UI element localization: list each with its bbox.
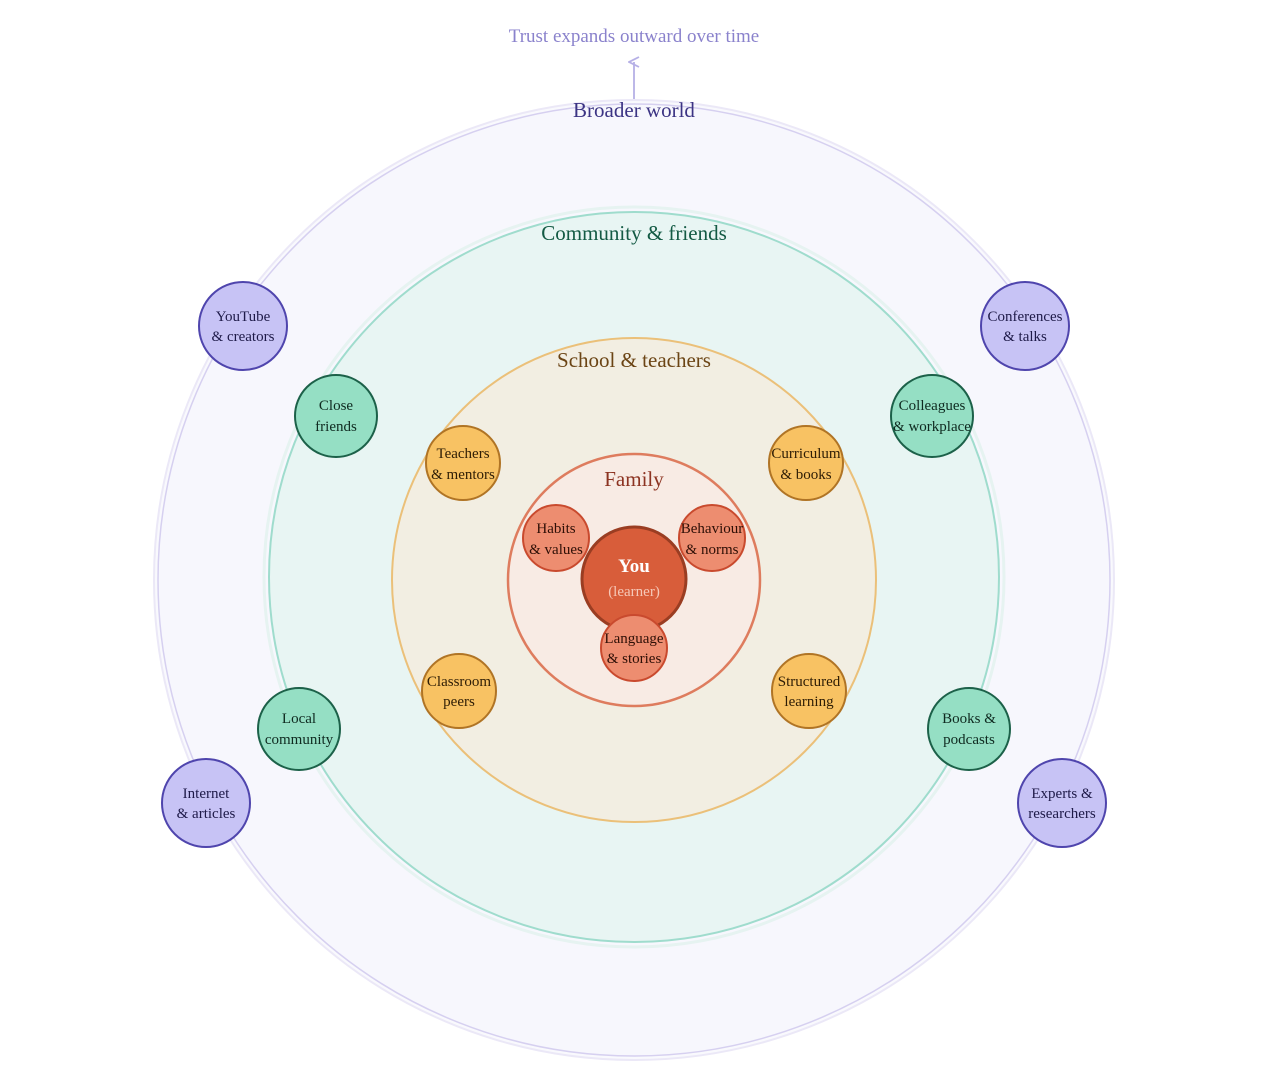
svg-text:podcasts: podcasts bbox=[943, 732, 995, 748]
ring-label-broader-world: Broader world bbox=[573, 98, 695, 122]
ring-label-family: Family bbox=[604, 467, 664, 491]
svg-text:Conferences: Conferences bbox=[988, 309, 1063, 325]
node-colleagues-workplace: Colleagues & workplace bbox=[890, 374, 974, 458]
svg-text:Behaviour: Behaviour bbox=[681, 521, 743, 537]
ring-label-school-teachers: School & teachers bbox=[557, 348, 711, 372]
svg-text:Language: Language bbox=[604, 631, 663, 647]
svg-text:& articles: & articles bbox=[177, 806, 236, 822]
node-youtube-creators: YouTube & creators bbox=[198, 281, 288, 371]
node-close-friends: Close friends bbox=[294, 374, 378, 458]
node-curriculum-books: Curriculum & books bbox=[768, 425, 844, 501]
svg-text:Habits: Habits bbox=[536, 521, 575, 537]
node-structured-learning: Structured learning bbox=[771, 653, 847, 729]
svg-text:& mentors: & mentors bbox=[431, 467, 495, 483]
svg-text:Close: Close bbox=[319, 398, 354, 414]
svg-text:friends: friends bbox=[315, 419, 357, 435]
svg-text:Books &: Books & bbox=[942, 711, 996, 727]
svg-text:researchers: researchers bbox=[1028, 806, 1096, 822]
node-experts-researchers: Experts & researchers bbox=[1017, 758, 1107, 848]
svg-text:& creators: & creators bbox=[212, 329, 275, 345]
node-behaviour-norms: Behaviour & norms bbox=[678, 504, 746, 572]
svg-text:Local: Local bbox=[282, 711, 316, 727]
svg-text:Curriculum: Curriculum bbox=[771, 446, 840, 462]
center-subtitle: (learner) bbox=[608, 584, 660, 600]
node-conferences-talks: Conferences & talks bbox=[980, 281, 1070, 371]
node-classroom-peers: Classroom peers bbox=[421, 653, 497, 729]
svg-text:& books: & books bbox=[780, 467, 831, 483]
node-internet-articles: Internet & articles bbox=[161, 758, 251, 848]
svg-text:& talks: & talks bbox=[1003, 329, 1047, 345]
svg-text:Classroom: Classroom bbox=[427, 674, 492, 690]
node-books-podcasts: Books & podcasts bbox=[927, 687, 1011, 771]
svg-text:learning: learning bbox=[784, 694, 834, 710]
svg-text:Structured: Structured bbox=[778, 674, 841, 690]
trust-annotation: Trust expands outward over time bbox=[509, 26, 760, 47]
svg-text:Experts &: Experts & bbox=[1031, 786, 1093, 802]
node-habits-values: Habits & values bbox=[522, 504, 590, 572]
svg-text:Internet: Internet bbox=[183, 786, 230, 802]
node-local-community: Local community bbox=[257, 687, 341, 771]
svg-text:& stories: & stories bbox=[607, 651, 662, 667]
node-language-stories: Language & stories bbox=[600, 614, 668, 682]
svg-text:Teachers: Teachers bbox=[436, 446, 489, 462]
center-title: You bbox=[618, 556, 650, 577]
svg-text:YouTube: YouTube bbox=[216, 309, 271, 325]
svg-text:community: community bbox=[265, 732, 334, 748]
svg-text:peers: peers bbox=[443, 694, 475, 710]
svg-text:Colleagues: Colleagues bbox=[899, 398, 966, 414]
svg-text:& norms: & norms bbox=[686, 542, 739, 558]
ring-label-community-friends: Community & friends bbox=[541, 221, 727, 245]
svg-text:& values: & values bbox=[529, 542, 583, 558]
node-teachers-mentors: Teachers & mentors bbox=[425, 425, 501, 501]
svg-text:& workplace: & workplace bbox=[893, 419, 971, 435]
